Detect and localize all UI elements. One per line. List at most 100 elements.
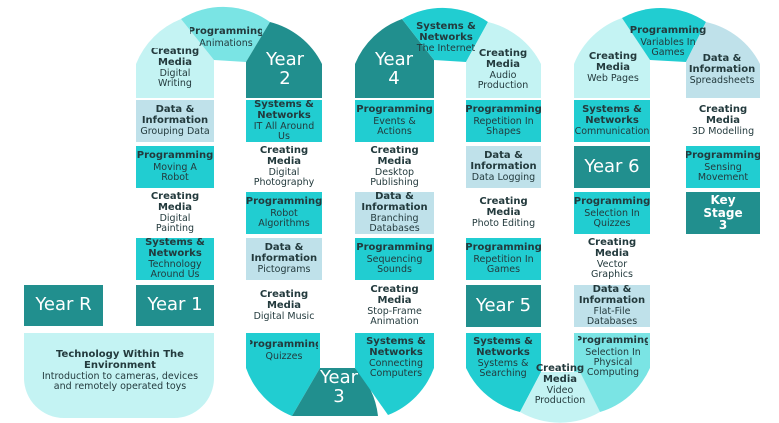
- arch-y6-left: [574, 18, 650, 98]
- y4-photo-unit: Creating Media Photo Editing: [466, 192, 541, 234]
- key-stage-number: 3: [718, 218, 728, 233]
- arch-y4-right: [466, 22, 541, 98]
- y5-vector-unit: Creating Media Vector Graphics: [574, 238, 650, 280]
- year-1-label: Year 1: [136, 285, 214, 326]
- year-6-text: Year 6: [584, 155, 640, 177]
- arch-y6-right: [686, 22, 760, 98]
- y6-comm-unit: Systems &Networks Communication: [574, 100, 650, 142]
- arch-y5-right: [574, 333, 650, 412]
- arch-y3-right: [355, 333, 434, 415]
- unit-subtitle: Grouping Data: [140, 126, 210, 138]
- unit-title: Systems &Networks: [473, 336, 533, 358]
- unit-title: Creating Media: [259, 289, 309, 311]
- unit-title: Data &Information: [688, 53, 756, 75]
- year-5-text: Year 5: [475, 294, 532, 316]
- year-4-text-a: Year: [374, 49, 414, 71]
- unit-subtitle: Events &Actions: [373, 115, 416, 137]
- unit-subtitle: Digital Music: [253, 311, 315, 323]
- unit-title: Data &Information: [470, 150, 537, 172]
- unit-subtitle: Digital Painting: [155, 213, 195, 234]
- y1-data-unit: Data &Information Grouping Data: [136, 100, 214, 142]
- unit-title: Systems &Networks: [145, 238, 205, 259]
- unit-title: Systems &Networks: [582, 104, 642, 126]
- y1-programming-unit: Programming Moving A Robot: [136, 146, 214, 188]
- y3-events-unit: Programming Events &Actions: [355, 100, 434, 142]
- year-6-label: Year 6: [574, 146, 650, 188]
- unit-subtitle: Animations: [199, 37, 253, 49]
- unit-title: Systems &Networks: [366, 336, 426, 358]
- year-3-text-b: 3: [333, 386, 345, 407]
- year-2-text-b: 2: [279, 68, 291, 89]
- y1-animations-unit: Programming Animations: [190, 22, 262, 54]
- unit-subtitle: Data Logging: [471, 172, 536, 184]
- unit-title: Programming: [190, 26, 262, 38]
- unit-title: Creating Media: [259, 146, 309, 167]
- unit-subtitle: The Internet: [416, 43, 476, 55]
- y2-quizzes-unit: Programming Quizzes: [250, 337, 318, 365]
- unit-subtitle: Photo Editing: [471, 218, 536, 230]
- arch-y5-mid: [520, 372, 600, 423]
- y2-systems-unit: Systems &Networks IT All Around Us: [246, 100, 322, 142]
- key-stage-3-label: Key Stage 3: [686, 192, 760, 234]
- year-r-label: Year R: [24, 285, 103, 326]
- unit-title: Programming: [466, 104, 541, 116]
- unit-title: Programming: [630, 25, 706, 37]
- unit-title: Programming: [246, 196, 322, 208]
- arch-y1-left: [136, 19, 214, 98]
- unit-subtitle: Pictograms: [257, 264, 311, 276]
- arch-y2-bottom: [246, 333, 320, 416]
- year-3-label: Year 3: [308, 366, 370, 410]
- unit-title: Systems &Networks: [416, 21, 476, 43]
- unit-title: Data &Information: [578, 285, 646, 306]
- y5-systems-unit: Systems &Networks Systems &Searching: [470, 336, 536, 380]
- unit-subtitle: Spreadsheets: [689, 75, 755, 87]
- year-4-label: Year 4: [362, 46, 426, 94]
- year-r-text: Year R: [35, 294, 92, 316]
- arch-y5-left: [466, 333, 541, 412]
- year-1-text: Year 1: [147, 294, 203, 316]
- year-4-text-b: 4: [388, 68, 400, 89]
- y2-data-unit: Data &Information Pictograms: [246, 238, 322, 280]
- unit-title: Programming: [578, 335, 648, 347]
- arch-y4-left: [355, 19, 434, 98]
- year-2-text-a: Year: [265, 49, 305, 71]
- arch-y4-mid: [402, 7, 488, 63]
- unit-title: Programming: [356, 242, 433, 254]
- unit-title: Programming: [136, 150, 214, 162]
- arch-y3-bottom: [292, 368, 378, 416]
- unit-title: Programming: [250, 339, 318, 351]
- unit-subtitle: Vector Graphics: [591, 259, 633, 280]
- unit-subtitle: Quizzes: [265, 350, 303, 362]
- unit-title: Creating Media: [370, 285, 419, 306]
- arch-y1-mid: [181, 6, 270, 63]
- arch-y6-mid: [622, 7, 706, 63]
- y6-sheets-unit: Data &Information Spreadsheets: [688, 50, 756, 90]
